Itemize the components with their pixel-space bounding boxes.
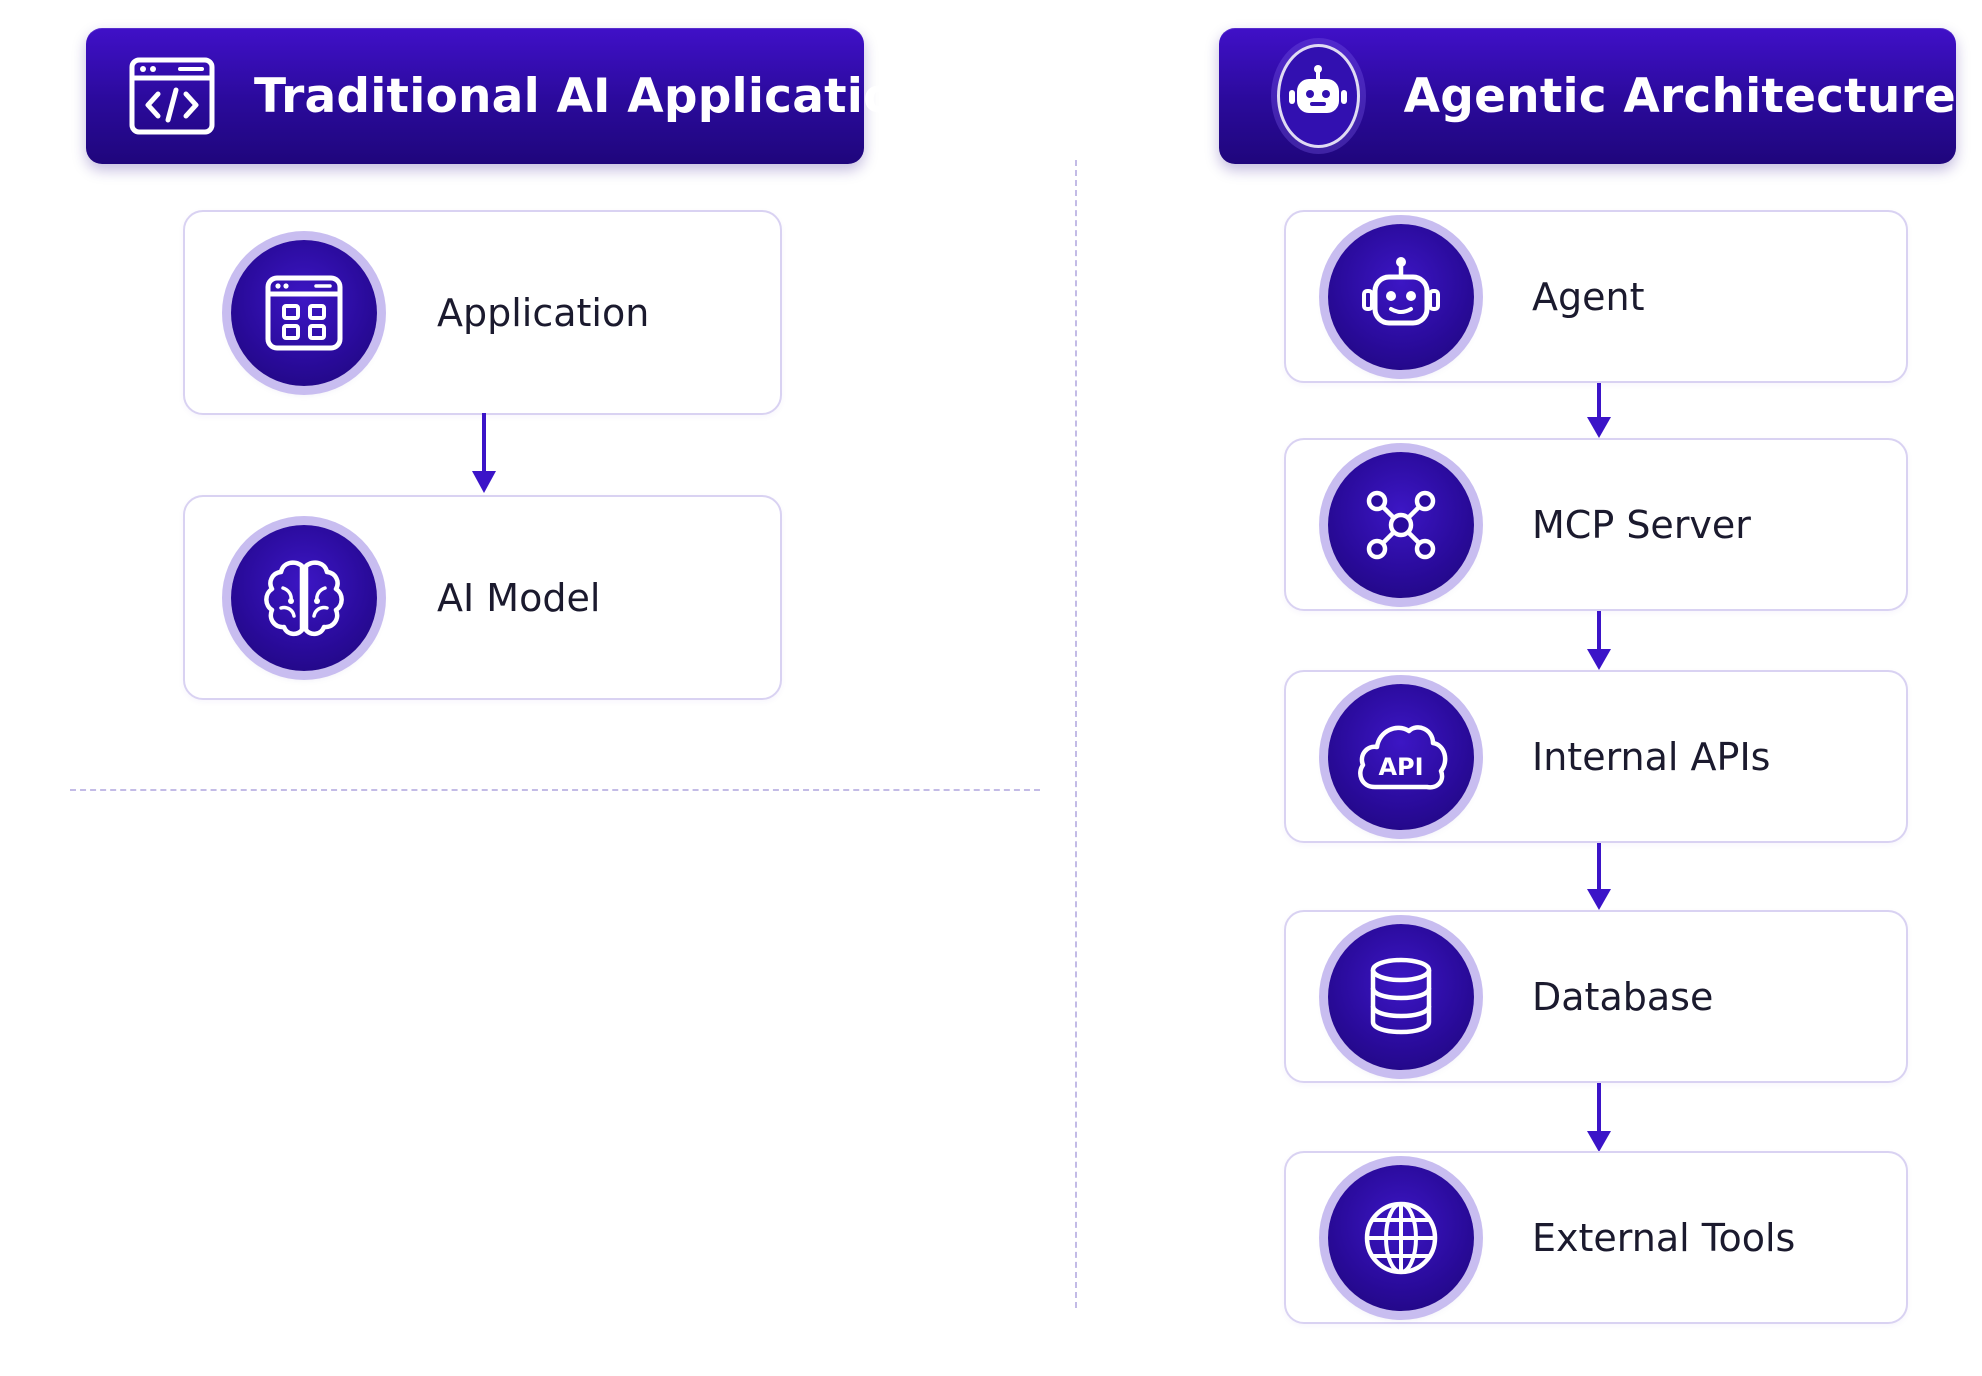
brain-icon	[231, 524, 377, 671]
node-label-internal-apis: Internal APIs	[1532, 734, 1771, 779]
arrow-down	[1587, 843, 1611, 910]
node-label-database: Database	[1532, 974, 1714, 1019]
arrow-down	[1587, 383, 1611, 438]
robot-icon	[1328, 223, 1474, 370]
arrow-down	[1587, 1083, 1611, 1152]
database-icon	[1328, 923, 1474, 1070]
node-internal-apis: API Internal APIs	[1284, 670, 1908, 843]
network-hub-icon	[1328, 451, 1474, 598]
globe-icon	[1328, 1164, 1474, 1311]
svg-text:API: API	[1378, 753, 1423, 781]
node-database: Database	[1284, 910, 1908, 1083]
vertical-divider	[1075, 160, 1077, 1308]
agentic-title: Agentic Architecture	[1403, 68, 1956, 124]
node-label-mcp-server: MCP Server	[1532, 502, 1751, 547]
node-label-ai-model: AI Model	[437, 575, 601, 620]
agentic-header: Agentic Architecture	[1219, 28, 1956, 164]
node-agent: Agent	[1284, 210, 1908, 383]
app-grid-icon	[231, 239, 377, 386]
node-label-agent: Agent	[1532, 274, 1645, 319]
node-external-tools: External Tools	[1284, 1151, 1908, 1324]
traditional-header: Traditional AI Application	[86, 28, 929, 164]
node-label-external-tools: External Tools	[1532, 1215, 1796, 1260]
node-mcp-server: MCP Server	[1284, 438, 1908, 611]
horizontal-divider	[70, 789, 1040, 791]
code-window-icon	[128, 56, 216, 136]
arrow-down	[1587, 611, 1611, 670]
api-cloud-icon: API	[1328, 683, 1474, 830]
arrow-down	[472, 413, 496, 493]
traditional-title: Traditional AI Application	[254, 68, 930, 124]
node-ai-model: AI Model	[183, 495, 782, 700]
robot-icon	[1277, 44, 1360, 148]
node-label-application: Application	[437, 290, 650, 335]
node-application: Application	[183, 210, 782, 415]
